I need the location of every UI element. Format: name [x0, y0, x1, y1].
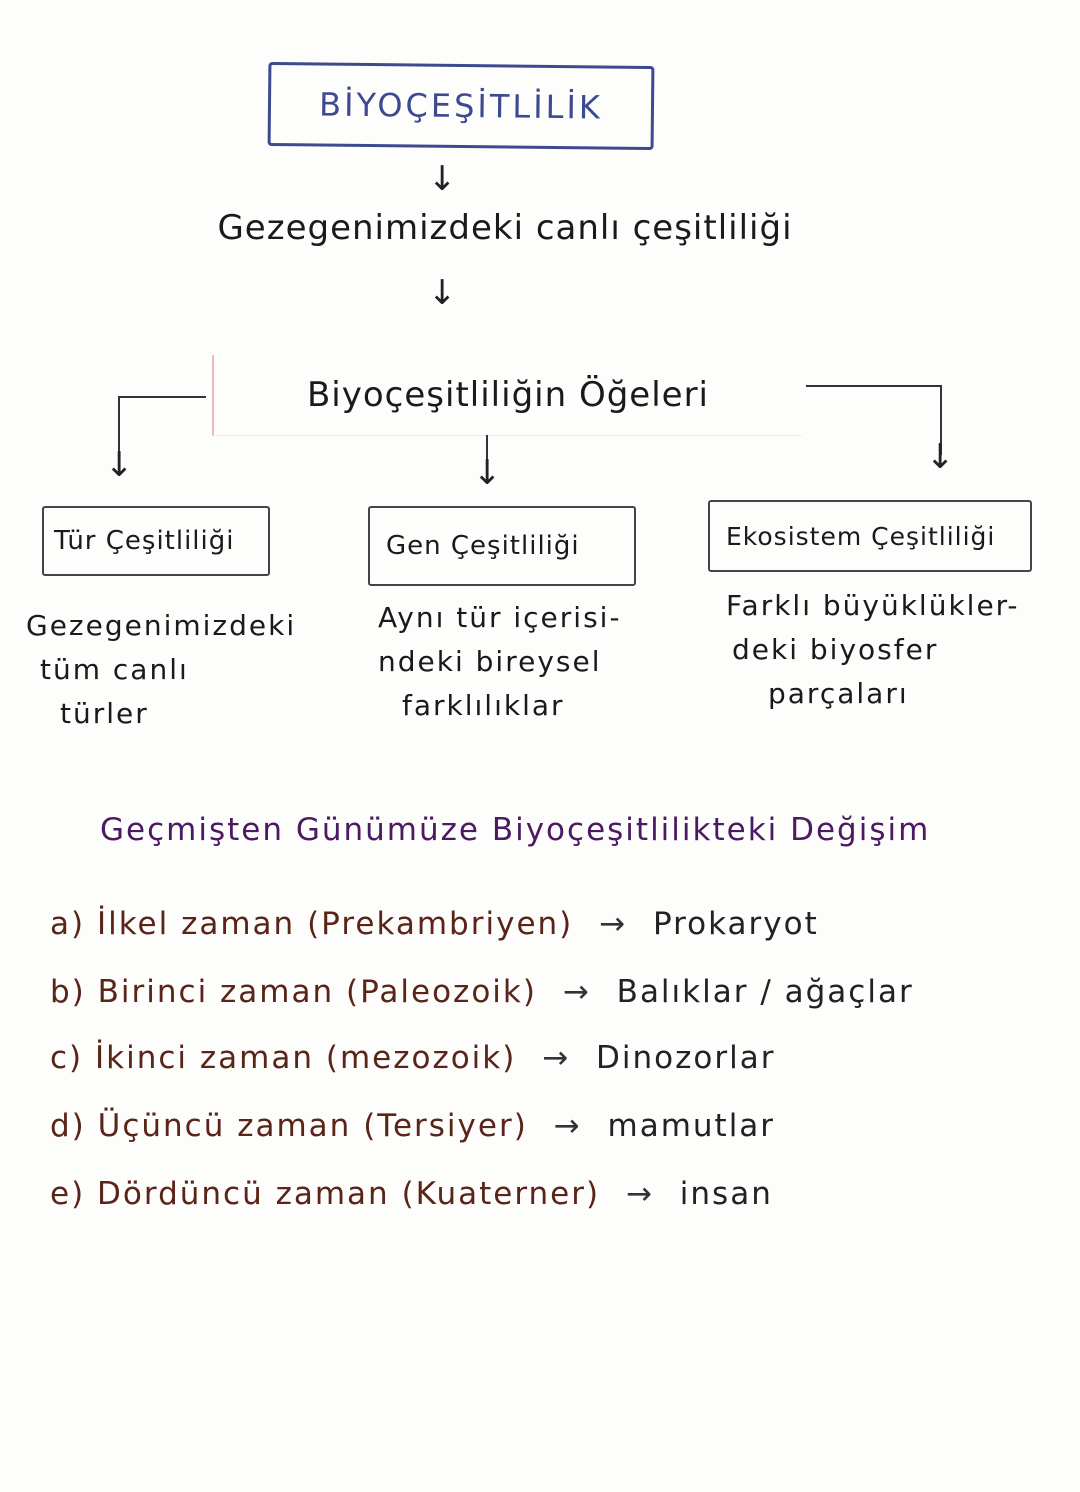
connector-line — [486, 435, 488, 475]
era-name: İkinci zaman — [95, 1040, 314, 1076]
era-result: Prokaryot — [652, 906, 819, 942]
card-tur-cesitliligi: Tür Çeşitliliği — [42, 506, 270, 576]
era-item: c) İkinci zaman (mezozoik) → Dinozorlar — [50, 1040, 775, 1076]
card-label: Tür Çeşitliliği — [54, 526, 235, 556]
card-gen-cesitliligi: Gen Çeşitliliği — [368, 506, 636, 586]
connector-line — [940, 385, 942, 455]
right-arrow-icon: → — [542, 1040, 571, 1076]
era-item: e) Dördüncü zaman (Kuaterner) → insan — [50, 1176, 773, 1212]
era-marker: a) — [50, 906, 86, 942]
connector-line — [118, 396, 120, 466]
era-name: İlkel zaman — [96, 906, 296, 942]
title-box: BİYOÇEŞİTLİLİK — [267, 61, 655, 151]
elements-heading-box: Biyoçeşitliliğin Öğeleri — [212, 355, 802, 436]
era-marker: d) — [50, 1108, 86, 1144]
definition-text: Gezegenimizdeki canlı çeşitliliği — [217, 208, 793, 248]
right-arrow-icon: → — [553, 1108, 582, 1144]
era-marker: e) — [50, 1176, 86, 1212]
era-period: (Kuaterner) — [401, 1176, 601, 1212]
description-line: farklılıklar — [402, 689, 565, 722]
down-arrow-icon: ↓ — [473, 453, 502, 493]
era-marker: b) — [50, 974, 86, 1010]
era-item: a) İlkel zaman (Prekambriyen) → Prokaryo… — [50, 906, 819, 942]
era-period: (Tersiyer) — [363, 1108, 528, 1144]
page-title: BİYOÇEŞİTLİLİK — [318, 85, 604, 127]
era-result: mamutlar — [607, 1108, 776, 1144]
era-name: Üçüncü zaman — [97, 1108, 352, 1144]
right-arrow-icon: → — [562, 974, 591, 1010]
connector-line — [118, 396, 206, 398]
era-result: Balıklar / ağaçlar — [616, 974, 914, 1010]
era-name: Birinci zaman — [97, 974, 335, 1010]
right-arrow-icon: → — [625, 1176, 654, 1212]
down-arrow-icon: ↓ — [428, 273, 457, 313]
era-result: insan — [679, 1176, 773, 1212]
era-item: b) Birinci zaman (Paleozoik) → Balıklar … — [50, 974, 914, 1010]
tur-description: Gezegenimizdeki tüm canlı türler — [26, 604, 296, 736]
history-heading: Geçmişten Günümüze Biyoçeşitlilikteki De… — [100, 812, 931, 848]
description-line: Farklı büyüklükler- — [726, 589, 1020, 622]
era-period: (Prekambriyen) — [307, 906, 574, 942]
right-arrow-icon: → — [599, 906, 628, 942]
description-line: deki biyosfer — [732, 633, 939, 666]
card-ekosistem-cesitliligi: Ekosistem Çeşitliliği — [708, 500, 1032, 572]
era-marker: c) — [50, 1040, 84, 1076]
card-label: Ekosistem Çeşitliliği — [726, 521, 996, 551]
card-label: Gen Çeşitliliği — [386, 531, 580, 561]
description-line: Aynı tür içerisi- — [378, 601, 622, 634]
ekosistem-description: Farklı büyüklükler- deki biyosfer parçal… — [726, 584, 1020, 716]
description-line: tüm canlı — [40, 653, 189, 686]
gen-description: Aynı tür içerisi- ndeki bireysel farklıl… — [378, 596, 622, 728]
era-item: d) Üçüncü zaman (Tersiyer) → mamutlar — [50, 1108, 775, 1144]
connector-line — [806, 385, 942, 387]
elements-heading: Biyoçeşitliliğin Öğeleri — [306, 375, 710, 415]
down-arrow-icon: ↓ — [926, 437, 955, 477]
era-result: Dinozorlar — [596, 1040, 776, 1076]
description-line: ndeki bireysel — [378, 645, 602, 678]
era-period: (mezozoik) — [325, 1040, 517, 1076]
down-arrow-icon: ↓ — [105, 445, 134, 485]
description-line: türler — [60, 697, 149, 730]
description-line: Gezegenimizdeki — [26, 609, 297, 642]
down-arrow-icon: ↓ — [428, 159, 457, 199]
era-period: (Paleozoik) — [346, 974, 537, 1010]
era-name: Dördüncü zaman — [97, 1176, 390, 1212]
description-line: parçaları — [768, 677, 909, 710]
